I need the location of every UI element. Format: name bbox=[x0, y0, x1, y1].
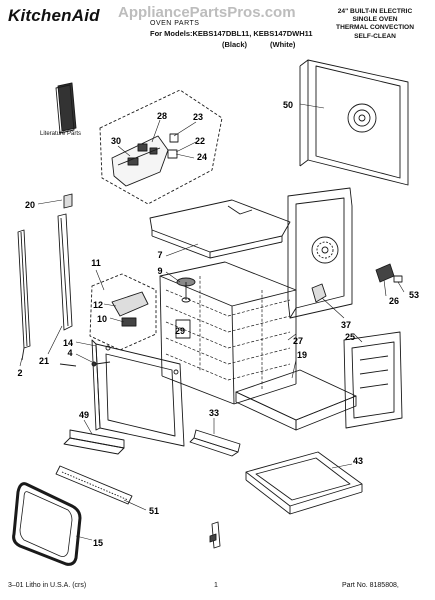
model-numbers: For Models:KEBS147DBL11, KEBS147DWH11 bbox=[150, 29, 313, 38]
callout-21: 21 bbox=[39, 356, 49, 366]
callout-53: 53 bbox=[409, 290, 419, 300]
oven-top-panel bbox=[149, 199, 291, 259]
callout-43: 43 bbox=[353, 456, 363, 466]
callout-19: 19 bbox=[297, 350, 307, 360]
door-latch-assembly bbox=[89, 273, 157, 351]
bottom-tray bbox=[245, 451, 363, 515]
page-title: OVEN PARTS bbox=[150, 20, 200, 27]
watermark: AppliancePartsPros.com bbox=[118, 4, 296, 21]
finish-white: (White) bbox=[270, 40, 296, 49]
callout-11: 11 bbox=[91, 258, 101, 268]
back-panel bbox=[299, 59, 409, 186]
callout-30: 30 bbox=[111, 136, 121, 146]
callout-33: 33 bbox=[209, 408, 219, 418]
callout-15: 15 bbox=[93, 538, 103, 548]
footer-litho: 3–01 Litho in U.S.A. (crs) bbox=[8, 582, 87, 589]
desc-line-4: SELF-CLEAN bbox=[354, 32, 396, 40]
footer-part-number: Part No. 8185808, bbox=[342, 582, 399, 589]
lower-vent-trim bbox=[189, 429, 241, 457]
screw-fastener bbox=[91, 361, 111, 367]
control-bracket-assembly bbox=[99, 89, 223, 205]
brand-logo: KitchenAid bbox=[8, 6, 100, 25]
desc-line-3: THERMAL CONVECTION bbox=[336, 24, 414, 32]
product-description: 24" BUILT-IN ELECTRIC SINGLE OVEN THERMA… bbox=[320, 8, 430, 41]
desc-line-2: SINGLE OVEN bbox=[352, 16, 398, 24]
callout-27: 27 bbox=[293, 336, 303, 346]
small-bracket bbox=[209, 521, 221, 549]
callout-24: 24 bbox=[197, 152, 207, 162]
callout-22: 22 bbox=[195, 136, 205, 146]
footer-page-number: 1 bbox=[214, 582, 218, 589]
callout-51: 51 bbox=[149, 506, 159, 516]
right-side-panel bbox=[343, 331, 403, 429]
callout-12: 12 bbox=[93, 300, 103, 310]
door-trim-strip bbox=[55, 465, 133, 505]
convection-rear-cover bbox=[287, 187, 403, 319]
door-gasket bbox=[12, 482, 82, 566]
callout-20: 20 bbox=[25, 200, 35, 210]
sensor-probe bbox=[176, 277, 196, 303]
callout-49: 49 bbox=[79, 410, 89, 420]
callout-14: 14 bbox=[63, 338, 73, 348]
callout-4: 4 bbox=[67, 348, 72, 358]
callout-29: 29 bbox=[175, 326, 185, 336]
callout-10: 10 bbox=[97, 314, 107, 324]
literature-parts-label: Literature Parts bbox=[40, 131, 82, 137]
callout-50: 50 bbox=[283, 100, 293, 110]
literature-parts-booklet bbox=[55, 82, 77, 134]
insulation-shield bbox=[235, 369, 357, 431]
callout-2: 2 bbox=[17, 368, 22, 378]
desc-line-1: 24" BUILT-IN ELECTRIC bbox=[337, 8, 413, 15]
side-trim-strip bbox=[17, 193, 73, 361]
front-frame bbox=[59, 339, 185, 447]
bottom-front-trim bbox=[63, 429, 125, 455]
callout-9: 9 bbox=[157, 266, 162, 276]
callout-37: 37 bbox=[341, 320, 351, 330]
callout-7: 7 bbox=[157, 250, 162, 260]
callout-28: 28 bbox=[157, 111, 167, 121]
callout-25: 25 bbox=[345, 332, 355, 342]
callout-23: 23 bbox=[193, 112, 203, 122]
oven-cavity bbox=[159, 261, 297, 405]
finish-black: (Black) bbox=[222, 40, 248, 49]
callout-26: 26 bbox=[389, 296, 399, 306]
